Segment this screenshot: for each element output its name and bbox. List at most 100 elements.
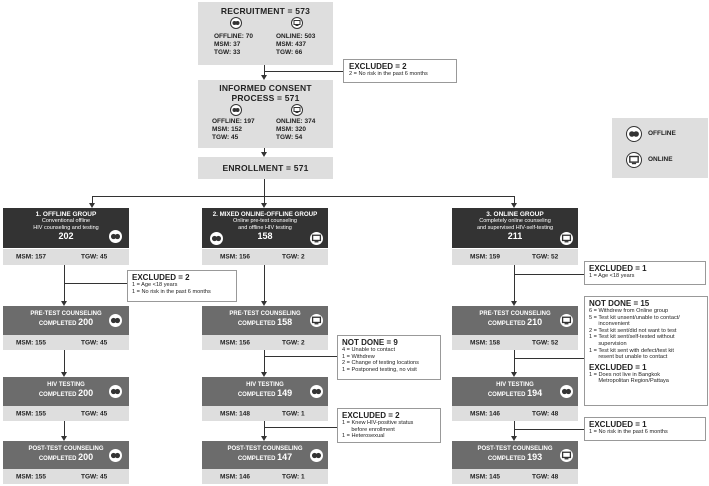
group-3-hivtest: HIV TESTING COMPLETED 194 [452,377,578,406]
offline-icon [310,449,323,462]
arrow [61,301,67,306]
excluded-title: EXCLUDED = 2 [132,273,190,282]
tgw-count: TGW: 2 [282,253,305,261]
consent-offline-tgw: TGW: 45 [212,134,239,141]
notdone-line: 2 = Test kit sent/did not want to test [589,327,677,334]
connector [514,350,515,374]
group-desc-1: Online pre-test counseling [233,218,297,224]
online-icon [560,232,573,245]
consent-online-msm: MSM: 320 [276,126,306,133]
excluded-line: 1 = Age <18 years [589,273,635,279]
excluded-title: EXCLUDED = 1 [589,362,647,372]
connector [264,265,265,303]
notdone-line: 1 = Test kit sent with defect/test kit [589,347,674,354]
recruitment-offline-total: OFFLINE: 70 [214,33,254,40]
tgw-count: TGW: 45 [81,410,108,417]
recruitment-online: ONLINE: 503 MSM: 437 TGW: 66 [276,33,315,57]
online-icon [626,152,642,168]
recruitment-online-total: ONLINE: 503 [276,33,316,40]
step-title: PRE-TEST COUNSELING [479,311,551,317]
offline-icon [230,104,242,116]
consent-offline-msm: MSM: 152 [212,126,242,133]
online-icon [560,314,573,327]
offline-icon [109,230,122,243]
notdone-line: 5 = Test kit unsent/unable to contact/ [589,314,680,321]
connector [265,356,337,357]
completed-count: 158 [277,317,293,327]
consent-offline-total: OFFLINE: 197 [212,118,255,125]
group-2-pretest: PRE-TEST COUNSELING COMPLETED 158 [202,306,328,335]
notdone-line: 1 = Postponed testing, no visit [342,366,417,373]
notdone-line: 4 = Unable to contact [342,347,396,353]
consent-offline: OFFLINE: 197 MSM: 152 TGW: 45 [212,118,255,142]
step-title: HIV TESTING [246,382,284,388]
group-desc-2: HIV counseling and testing [33,224,99,231]
completed-count: 200 [78,452,94,462]
completed-count: 210 [527,317,543,327]
arrow [511,203,517,208]
offline-icon [109,314,122,327]
tgw-count: TGW: 2 [282,339,305,346]
arrow [61,372,67,377]
group-2-posttest-stats: MSM: 146 TGW: 1 [202,469,328,484]
group-2-pretest-stats: MSM: 156 TGW: 2 [202,335,328,350]
legend-box: OFFLINE ONLINE [612,118,708,178]
group-2-header: 2. MIXED ONLINE-OFFLINE GROUP Online pre… [202,208,328,248]
online-icon [291,104,303,116]
step-title: POST-TEST COUNSELING [477,446,553,452]
offline-icon [560,385,573,398]
connector [514,196,515,204]
group-1-hivtest: HIV TESTING COMPLETED 200 [3,377,129,406]
excluded-line: 2 = No risk in the past 6 months [349,71,428,77]
connector [65,283,127,284]
completed-count: 193 [527,452,543,462]
consent-box: INFORMED CONSENT PROCESS = 571 OFFLINE: … [198,80,333,148]
completed-label: COMPLETED [487,456,526,462]
step-title: POST-TEST COUNSELING [227,446,303,452]
excluded-line: 1 = Heterosexual [342,433,385,440]
step-title: HIV TESTING [496,382,534,388]
group-3-header: 3. ONLINE GROUP Completely online counse… [452,208,578,248]
excluded-line: 1 = No risk in the past 6 months [132,288,211,295]
recruitment-offline-msm: MSM: 37 [214,41,241,48]
completed-count: 200 [78,388,94,398]
group-3-notdone: NOT DONE = 15 6 = Withdrew from Online g… [584,296,708,406]
group-3-hivtest-stats: MSM: 146 TGW: 48 [452,406,578,421]
completed-label: COMPLETED [237,321,276,327]
offline-icon [626,126,642,142]
offline-icon [310,385,323,398]
msm-count: MSM: 157 [16,253,46,261]
notdone-line: inconvenient [589,321,630,328]
recruitment-online-tgw: TGW: 66 [276,49,303,56]
msm-count: MSM: 158 [470,339,500,346]
tgw-count: TGW: 52 [532,339,559,346]
recruitment-title: RECRUITMENT [220,6,285,16]
completed-count: 200 [78,317,94,327]
group-count: 158 [257,231,273,241]
step-title: PRE-TEST COUNSELING [30,311,102,317]
group-2-hivtest: HIV TESTING COMPLETED 149 [202,377,328,406]
online-icon [560,449,573,462]
connector [64,350,65,374]
offline-icon [210,232,223,245]
notdone-line: 2 = Change of testing locations [342,360,419,367]
group-title: 1. OFFLINE GROUP [35,211,97,218]
offline-icon [109,385,122,398]
group-2-stats: MSM: 156 TGW: 2 [202,249,328,265]
completed-label: COMPLETED [38,456,77,462]
completed-count: 194 [527,388,543,398]
arrow [261,436,267,441]
group-3-pretest: PRE-TEST COUNSELING COMPLETED 210 [452,306,578,335]
recruitment-online-msm: MSM: 437 [276,41,306,48]
msm-count: MSM: 145 [470,473,500,480]
tgw-count: TGW: 45 [81,473,108,480]
connector [264,196,265,204]
group-2-excluded: EXCLUDED = 2 1 = Knew HIV-positive statu… [337,408,441,443]
tgw-count: TGW: 45 [81,253,108,261]
arrow [261,203,267,208]
group-1-excluded: EXCLUDED = 2 1 = Age <18 years 1 = No ri… [127,270,237,302]
group-1-hivtest-stats: MSM: 155 TGW: 45 [3,406,129,421]
group-1-pretest: PRE-TEST COUNSELING COMPLETED 200 [3,306,129,335]
consent-online: ONLINE: 374 MSM: 320 TGW: 54 [276,118,315,142]
tgw-count: TGW: 48 [532,410,559,417]
